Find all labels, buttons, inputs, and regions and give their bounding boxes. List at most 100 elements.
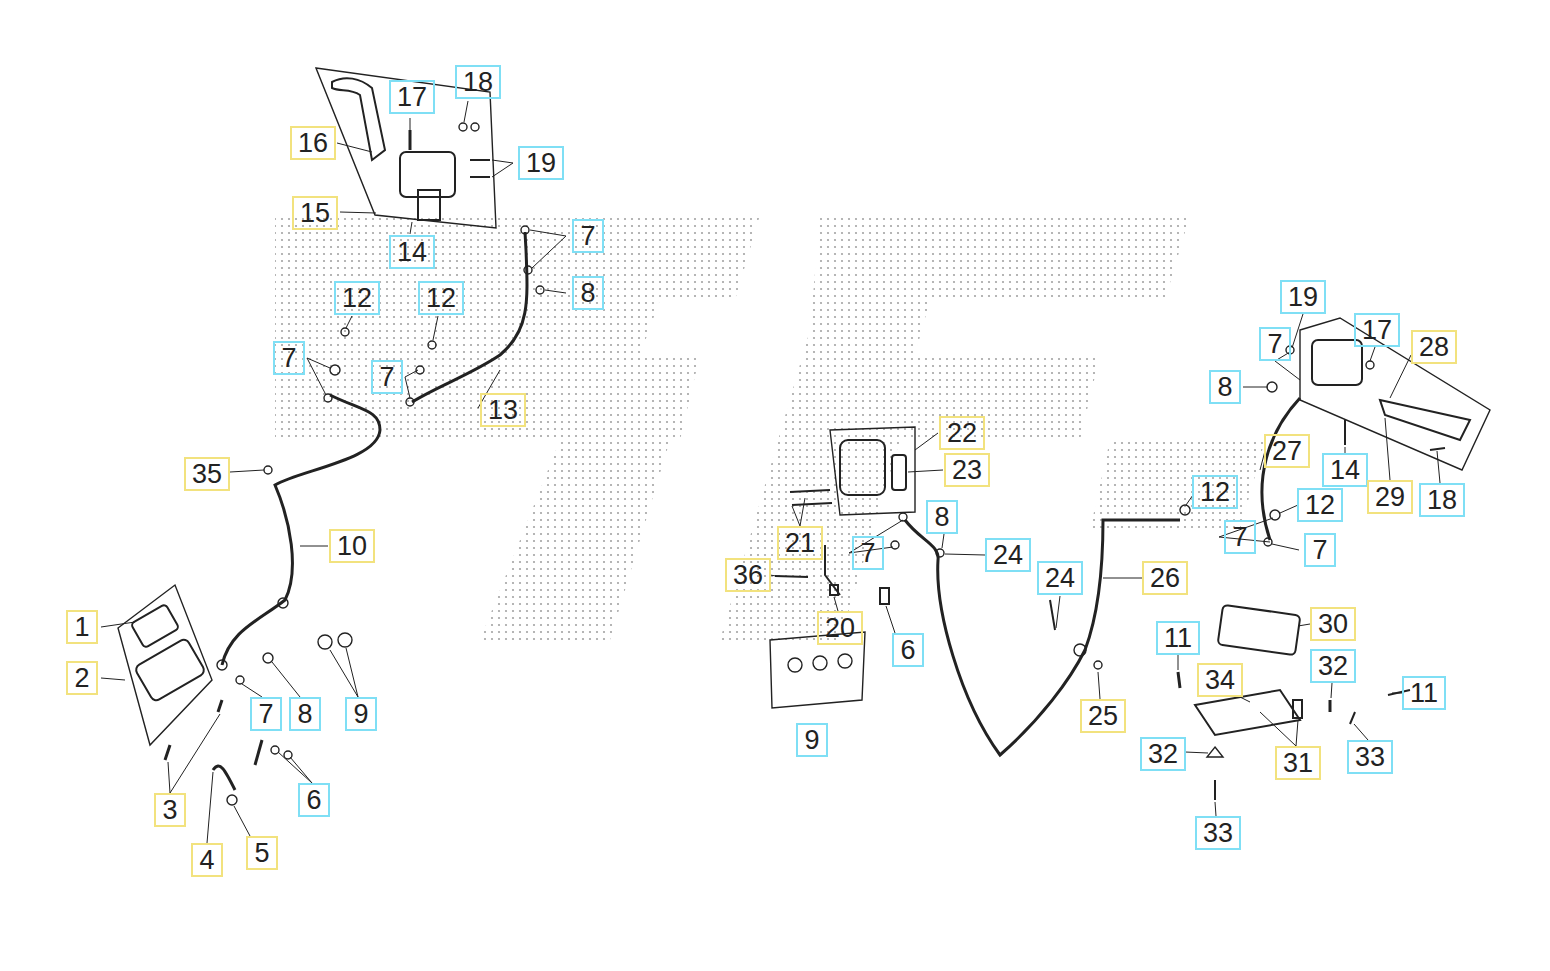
- callout-number: 33: [1203, 818, 1233, 848]
- callout-box: 15: [292, 196, 338, 230]
- callout-box: 36: [725, 558, 771, 592]
- callout-number: 15: [300, 198, 330, 228]
- callout-box: 12: [1192, 475, 1238, 509]
- callout-box: 3: [154, 793, 185, 827]
- callout-number: 31: [1283, 748, 1313, 778]
- callout-number: 7: [258, 699, 273, 729]
- callout-box: 7: [1259, 327, 1290, 361]
- callout-box: 8: [289, 697, 320, 731]
- callout-number: 12: [1200, 477, 1230, 507]
- callout-number: 7: [580, 221, 595, 251]
- callout-box: 17: [1354, 313, 1400, 347]
- callout-box: 18: [455, 65, 501, 99]
- callout-number: 16: [298, 128, 328, 158]
- callout-box: 7: [1224, 520, 1255, 554]
- callout-number: 11: [1410, 678, 1438, 708]
- callout-box: 2: [66, 661, 97, 695]
- callout-number: 13: [488, 395, 518, 425]
- callout-number: 14: [1330, 455, 1360, 485]
- callout-box: 9: [345, 697, 376, 731]
- callout-number: 19: [526, 148, 556, 178]
- callout-box: 20: [817, 611, 863, 645]
- callout-box: 12: [334, 281, 380, 315]
- callout-number: 20: [825, 613, 855, 643]
- callout-number: 3: [162, 795, 177, 825]
- callout-box: 7: [371, 360, 402, 394]
- callout-box: 14: [389, 235, 435, 269]
- callout-box: 21: [777, 526, 823, 560]
- callout-number: 12: [342, 283, 372, 313]
- callout-number: 11: [1164, 623, 1192, 653]
- callout-box: 26: [1142, 561, 1188, 595]
- callout-box: 23: [944, 453, 990, 487]
- callout-number: 7: [281, 343, 296, 373]
- callout-box: 28: [1411, 330, 1457, 364]
- callout-number: 19: [1288, 282, 1318, 312]
- callout-number: 6: [900, 635, 915, 665]
- callout-number: 23: [952, 455, 982, 485]
- callout-box: 10: [329, 529, 375, 563]
- callout-number: 7: [1267, 329, 1282, 359]
- callout-number: 17: [397, 82, 427, 112]
- callout-box: 32: [1140, 737, 1186, 771]
- callout-box: 22: [939, 416, 985, 450]
- callout-number: 22: [947, 418, 977, 448]
- callout-box: 7: [273, 341, 304, 375]
- callout-number: 12: [426, 283, 456, 313]
- callout-box: 1: [66, 610, 97, 644]
- callout-number: 10: [337, 531, 367, 561]
- callout-box: 25: [1080, 699, 1126, 733]
- callout-number: 32: [1318, 651, 1348, 681]
- callout-box: 34: [1197, 663, 1243, 697]
- callout-box: 32: [1310, 649, 1356, 683]
- callout-number: 18: [1427, 485, 1457, 515]
- callout-box: 33: [1195, 816, 1241, 850]
- callout-box: 14: [1322, 453, 1368, 487]
- callout-number: 17: [1362, 315, 1392, 345]
- callout-number: 12: [1305, 490, 1335, 520]
- callout-box: 13: [480, 393, 526, 427]
- callout-box: 11: [1156, 621, 1200, 655]
- callout-number: 30: [1318, 609, 1348, 639]
- callout-number: 36: [733, 560, 763, 590]
- callout-box: 8: [572, 276, 603, 310]
- callout-number: 7: [860, 538, 875, 568]
- callout-box: 8: [926, 500, 957, 534]
- callout-box: 6: [298, 783, 329, 817]
- callout-number: 9: [804, 725, 819, 755]
- callout-box: 33: [1347, 740, 1393, 774]
- callout-number: 29: [1375, 482, 1405, 512]
- callout-number: 7: [379, 362, 394, 392]
- callout-box: 27: [1264, 434, 1310, 468]
- callout-number: 8: [580, 278, 595, 308]
- callout-box: 17: [389, 80, 435, 114]
- callout-number: 9: [353, 699, 368, 729]
- callout-box: 12: [1297, 488, 1343, 522]
- callout-number: 8: [934, 502, 949, 532]
- callout-box: 7: [572, 219, 603, 253]
- callout-box: 19: [1280, 280, 1326, 314]
- callout-box: 6: [892, 633, 923, 667]
- callout-number: 28: [1419, 332, 1449, 362]
- callout-box: 18: [1419, 483, 1465, 517]
- callout-number: 25: [1088, 701, 1118, 731]
- callout-number: 4: [199, 845, 214, 875]
- callout-number: 7: [1232, 522, 1247, 552]
- callout-number: 2: [74, 663, 89, 693]
- callout-box: 11: [1402, 676, 1446, 710]
- callout-box: 5: [246, 836, 277, 870]
- callout-number: 14: [397, 237, 427, 267]
- callout-number: 5: [254, 838, 269, 868]
- callout-box: 29: [1367, 480, 1413, 514]
- callout-box: 19: [518, 146, 564, 180]
- callout-number: 8: [297, 699, 312, 729]
- callout-box: 8: [1209, 370, 1240, 404]
- parts: [118, 68, 1490, 805]
- callout-box: 24: [985, 538, 1031, 572]
- callout-number: 26: [1150, 563, 1180, 593]
- callout-box: 35: [184, 457, 230, 491]
- callout-number: 1: [74, 612, 89, 642]
- callout-number: 7: [1312, 535, 1327, 565]
